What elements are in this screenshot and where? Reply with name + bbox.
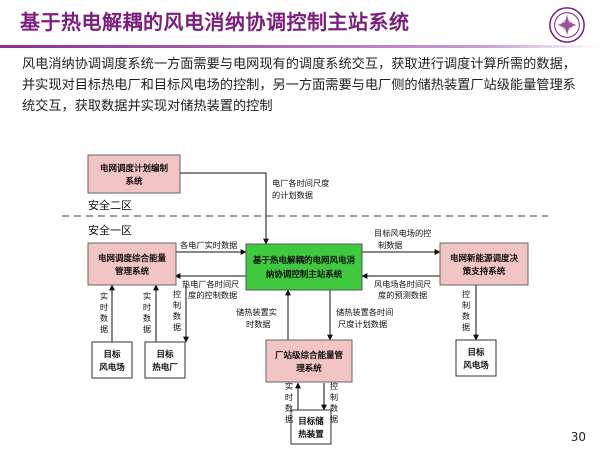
label-plan-data-line2: 的计划数据	[272, 190, 313, 200]
vlabel-realtime-wind-left: 实时数据	[100, 291, 108, 334]
box-target-storage	[290, 409, 332, 445]
vlabel-control-thermal: 控制数据	[173, 289, 181, 332]
label-thermal-plan-line1: 热电厂各时间尺	[182, 279, 239, 289]
arrow-plan-to-master	[180, 172, 269, 245]
box-new-energy-system	[439, 242, 529, 286]
label-plan-data-line1: 电厂各时间尺度	[272, 178, 329, 188]
box-target-thermal-line1: 目标	[156, 349, 174, 360]
university-logo-icon	[549, 7, 585, 43]
label-storage-realtime-line2: 时数据	[246, 319, 271, 329]
box-master-line2: 纳协调控制主站系统	[266, 269, 343, 280]
box-grid-ems-line1: 电网调度综合能量	[98, 253, 167, 264]
label-thermal-plan-line2: 度的控制数据	[188, 290, 237, 300]
box-grid-plan-line1: 电网调度计划编制	[100, 163, 169, 174]
box-plant-ems-line1: 厂站级综合能量管	[275, 350, 344, 361]
vlabel-control-wind-right: 控制数据	[462, 289, 470, 332]
box-plant-ems	[265, 339, 353, 383]
title-divider	[0, 45, 600, 48]
box-grid-ems	[87, 242, 177, 286]
label-plant-realtime: 各电厂实时数据	[180, 240, 237, 250]
intro-paragraph: 风电消纳协调调度系统一方面需要与电网现有的调度系统交互，获取进行调度计算所需的数…	[22, 57, 576, 114]
label-storage-plan-line1: 储热装置各时间	[336, 307, 393, 317]
label-storage-realtime-line1: 储热装置实	[236, 307, 277, 317]
box-new-energy-line1: 电网新能源调度决	[450, 253, 519, 264]
box-target-wind-right	[455, 339, 497, 377]
box-target-thermal-line2: 热电厂	[152, 362, 178, 373]
label-wind-control-line2: 制数据	[378, 240, 403, 250]
vlabel-control-storage: 控制数据	[330, 381, 338, 424]
box-target-wind-right-line2: 风电场	[463, 360, 489, 371]
box-plant-ems-line2: 理系统	[296, 363, 322, 374]
box-grid-ems-line2: 管理系统	[115, 266, 150, 277]
box-target-thermal	[144, 341, 186, 379]
zone1-label: 安全一区	[88, 223, 132, 237]
zone2-label: 安全二区	[88, 198, 132, 212]
label-wind-forecast-line1: 风电场各时间尺	[374, 279, 431, 289]
page-number: 30	[570, 430, 586, 444]
box-target-storage-line1: 目标储	[298, 416, 324, 427]
label-storage-plan-line2: 尺度计划数据	[338, 319, 387, 329]
vlabel-realtime-storage: 实时数据	[285, 381, 293, 424]
box-target-wind-left-line1: 目标	[103, 349, 121, 360]
label-wind-control-line1: 目标风电场的控	[374, 228, 431, 238]
vlabel-realtime-thermal: 实时数据	[143, 291, 151, 334]
box-grid-plan-system	[87, 154, 181, 194]
box-new-energy-line2: 策支持系统	[462, 266, 506, 277]
box-master-station	[245, 243, 363, 291]
box-target-wind-left	[91, 341, 133, 379]
box-target-wind-right-line1: 目标	[467, 347, 485, 358]
label-wind-forecast-line2: 度的预测数据	[378, 290, 427, 300]
box-target-wind-left-line2: 风电场	[99, 362, 125, 373]
box-grid-plan-line2: 系统	[125, 176, 143, 187]
box-master-line1: 基于热电解耦的电网风电消	[252, 255, 356, 266]
box-target-storage-line2: 热装置	[298, 429, 324, 440]
page-title: 基于热电解耦的风电消纳协调控制主站系统	[20, 10, 410, 34]
